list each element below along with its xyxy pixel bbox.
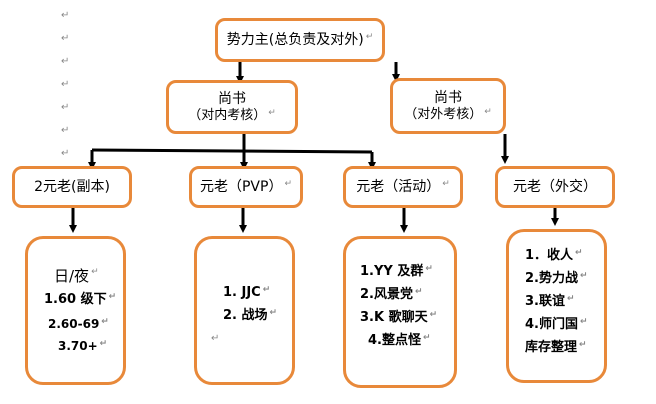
- paragraph-mark: ↵: [425, 264, 433, 274]
- elder-node-activity: 元老（活动）↵: [343, 166, 463, 208]
- paragraph-mark: ↵: [365, 31, 374, 42]
- duty-item: 1. JJC: [223, 285, 261, 300]
- paragraph-mark: ↵: [414, 287, 423, 297]
- paragraph-mark: ↵: [579, 271, 588, 281]
- secretary-title: 尚书: [434, 89, 462, 106]
- duty-list: 1．收人↵ 2.势力战↵ 3.联谊↵ 4.师门国↵ 库存整理↵: [509, 232, 604, 380]
- paragraph-mark: ↵: [262, 285, 271, 295]
- duty-node-dungeon: 日/夜↵ 1.60 级下↵ 2.60-69↵ 3.70+↵: [25, 236, 126, 385]
- duty-item: 3.联谊: [525, 294, 565, 309]
- paragraph-mark: ↵: [579, 340, 587, 350]
- paragraph-mark: ↵: [269, 308, 278, 318]
- paragraph-mark: ↵: [61, 10, 70, 21]
- duty-node-activity: 1.YY 及群↵ 2.风景党↵ 3.K 歌聊天↵ 4.整点怪↵: [343, 236, 457, 388]
- duty-item: 库存整理: [525, 340, 578, 355]
- duty-item: 2. 战场: [223, 308, 268, 323]
- duty-node-diplomacy: 1．收人↵ 2.势力战↵ 3.联谊↵ 4.师门国↵ 库存整理↵: [506, 229, 607, 383]
- elder-label: 元老（PVP）: [199, 178, 283, 195]
- duty-item: 2.60-69: [48, 317, 100, 331]
- duty-item: 1．收人: [525, 248, 574, 263]
- elder-node-diplomacy: 元老（外交）: [495, 166, 615, 208]
- paragraph-mark: ↵: [99, 339, 108, 349]
- paragraph-mark: ↵: [575, 248, 583, 258]
- secretary-subtitle: （对外考核）: [404, 106, 483, 122]
- secretary-title: 尚书: [218, 90, 246, 107]
- paragraph-mark: ↵: [61, 33, 70, 44]
- paragraph-mark: ↵: [61, 148, 70, 159]
- paragraph-mark: ↵: [108, 292, 117, 302]
- duty-item: 1.YY 及群: [360, 264, 424, 279]
- duty-node-pvp: 1. JJC↵ 2. 战场↵ ↵: [194, 236, 295, 385]
- paragraph-mark: ↵: [429, 310, 438, 320]
- paragraph-mark: ↵: [566, 294, 575, 304]
- duty-item: 3.70+: [58, 339, 98, 353]
- bus-line: [91, 148, 373, 154]
- paragraph-mark: ↵: [484, 106, 492, 117]
- paragraph-mark: ↵: [61, 56, 70, 67]
- duty-list: 日/夜↵ 1.60 级下↵ 2.60-69↵ 3.70+↵: [28, 239, 123, 382]
- secretary-node-external: 尚书 （对外考核）↵: [390, 78, 506, 134]
- elder-label: 元老（活动）: [356, 178, 441, 195]
- duty-item: 4.整点怪: [368, 333, 421, 348]
- root-node-label: 势力主(总负责及对外): [226, 31, 364, 48]
- duty-list: 1. JJC↵ 2. 战场↵ ↵: [197, 239, 292, 382]
- duty-item: 3.K 歌聊天: [360, 310, 428, 325]
- duty-item: 日/夜: [54, 267, 90, 285]
- elder-label: 2元老(副本): [34, 178, 110, 195]
- elder-label: 元老（外交）: [513, 178, 597, 195]
- paragraph-mark: ↵: [211, 333, 220, 344]
- elder-node-dungeon: 2元老(副本): [12, 166, 132, 208]
- paragraph-mark: ↵: [101, 317, 109, 327]
- duty-item: 2.势力战: [525, 271, 578, 286]
- paragraph-mark: ↵: [91, 267, 99, 277]
- paragraph-mark: ↵: [579, 317, 588, 327]
- duty-item: 4.师门国: [525, 317, 578, 332]
- root-node-sovereign: 势力主(总负责及对外)↵: [215, 18, 385, 62]
- duty-item: 1.60 级下: [44, 292, 107, 307]
- paragraph-mark: ↵: [422, 333, 431, 343]
- paragraph-mark: ↵: [61, 79, 70, 90]
- paragraph-mark: ↵: [442, 178, 450, 189]
- duty-list: 1.YY 及群↵ 2.风景党↵ 3.K 歌聊天↵ 4.整点怪↵: [346, 239, 454, 385]
- secretary-node-internal: 尚书 （对内考核）↵: [166, 80, 298, 134]
- duty-item: 2.风景党: [360, 287, 413, 302]
- paragraph-mark: ↵: [284, 178, 292, 189]
- secretary-subtitle: （对内考核）: [188, 107, 267, 123]
- paragraph-mark: ↵: [61, 125, 70, 136]
- paragraph-mark: ↵: [61, 102, 70, 113]
- paragraph-mark: ↵: [268, 107, 276, 118]
- elder-node-pvp: 元老（PVP）↵: [189, 166, 303, 208]
